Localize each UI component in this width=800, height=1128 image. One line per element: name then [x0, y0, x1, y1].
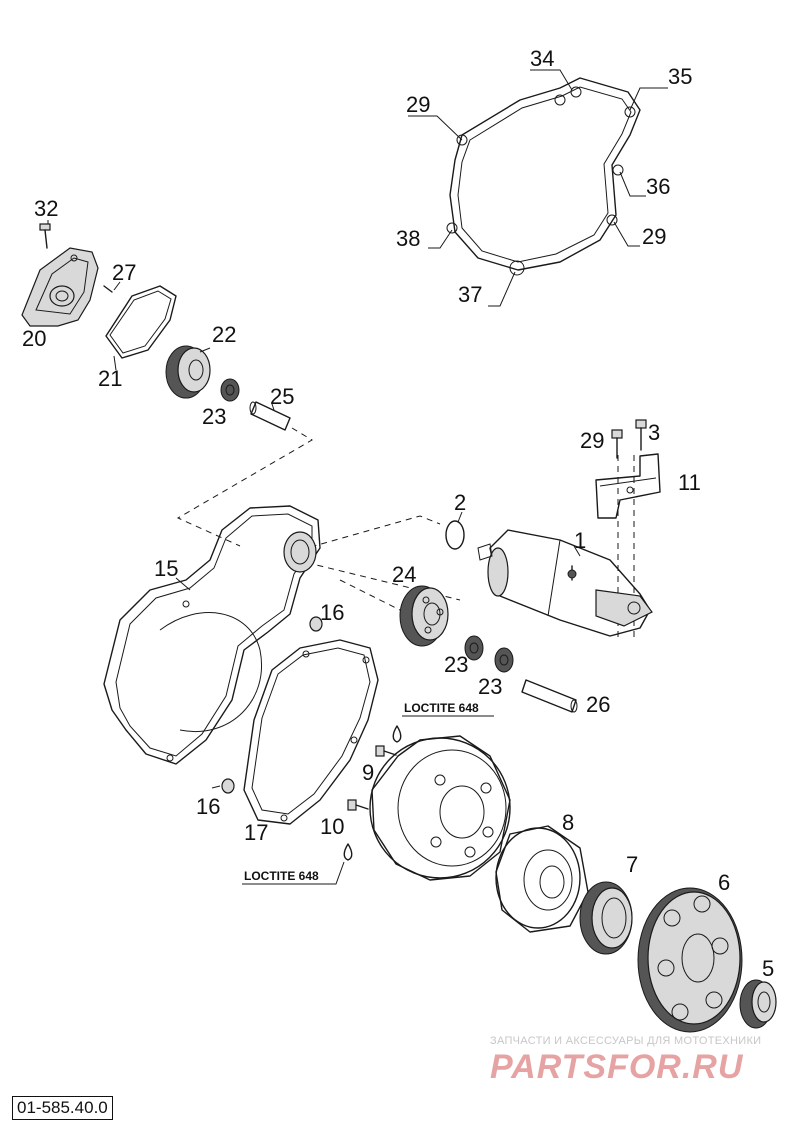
starter-motor-1 — [477, 529, 653, 637]
callout-7: 7 — [626, 852, 638, 877]
bracket-11 — [595, 453, 661, 519]
callout-21: 21 — [98, 366, 122, 391]
diagram-code: 01-585.40.0 — [12, 1096, 113, 1120]
callout-1: 1 — [574, 528, 586, 553]
loctite-note-top: LOCTITE 648 — [404, 701, 479, 715]
callout-29-top: 29 — [406, 92, 430, 117]
pump-cover-20 — [21, 247, 99, 327]
screw-32 — [39, 223, 51, 249]
callout-6: 6 — [718, 870, 730, 895]
callout-17: 17 — [244, 820, 268, 845]
screw-3 — [635, 419, 647, 451]
needle-bearing-5 — [739, 979, 777, 1029]
callout-23-top: 23 — [202, 404, 226, 429]
callout-36: 36 — [646, 174, 670, 199]
gear-6 — [637, 887, 743, 1033]
callout-10: 10 — [320, 814, 344, 839]
callout-5: 5 — [762, 956, 774, 981]
seal-21 — [105, 285, 177, 359]
dowel-16a — [309, 616, 323, 632]
cover-gasket-top — [446, 77, 641, 276]
callout-32: 32 — [34, 196, 58, 221]
callout-34: 34 — [530, 46, 554, 71]
needle-bearing-23b — [464, 635, 484, 661]
screw-29 — [611, 429, 623, 459]
shaft-26 — [521, 679, 578, 713]
callout-29-bracket: 29 — [580, 428, 604, 453]
callout-26: 26 — [586, 692, 610, 717]
loctite-note-bottom: LOCTITE 648 — [244, 869, 319, 883]
sprag-clutch-7 — [579, 881, 633, 955]
callout-25: 25 — [270, 384, 294, 409]
loctite-drop-bottom — [343, 843, 353, 861]
callout-3: 3 — [648, 420, 660, 445]
callout-23-mid: 23 — [444, 652, 468, 677]
watermark-brand: PARTSFOR.RU — [490, 1048, 744, 1086]
gear-22 — [165, 345, 211, 399]
callout-2: 2 — [454, 490, 466, 515]
dowel-16b — [221, 778, 235, 794]
callout-16-bottom: 16 — [196, 794, 220, 819]
callout-8: 8 — [562, 810, 574, 835]
callout-22: 22 — [212, 322, 236, 347]
callout-27: 27 — [112, 260, 136, 285]
gear-24 — [399, 585, 449, 647]
callout-15: 15 — [154, 556, 178, 581]
callout-16-top: 16 — [320, 600, 344, 625]
callout-23-bottom: 23 — [478, 674, 502, 699]
callout-11: 11 — [678, 470, 701, 495]
callout-35: 35 — [668, 64, 692, 89]
watermark-tagline: ЗАПЧАСТИ И АКСЕССУАРЫ ДЛЯ МОТОТЕХНИКИ — [490, 1035, 761, 1047]
flywheel-rotor — [369, 735, 511, 881]
loctite-drop-top — [392, 725, 402, 743]
callout-37: 37 — [458, 282, 482, 307]
needle-bearing-23c — [494, 647, 514, 673]
screw-9 — [375, 745, 397, 757]
freewheel-8 — [495, 825, 589, 933]
screw-10 — [347, 799, 369, 811]
callout-38: 38 — [396, 226, 420, 251]
callout-29-right: 29 — [642, 224, 666, 249]
o-ring-2 — [445, 520, 465, 550]
ignition-cover-15 — [103, 505, 321, 765]
needle-bearing-23a — [220, 378, 240, 402]
pin-27 — [103, 285, 113, 293]
callout-24: 24 — [392, 562, 416, 587]
callout-20: 20 — [22, 326, 46, 351]
callout-9: 9 — [362, 760, 374, 785]
cover-gasket-17 — [243, 639, 379, 825]
shaft-25 — [249, 401, 291, 431]
